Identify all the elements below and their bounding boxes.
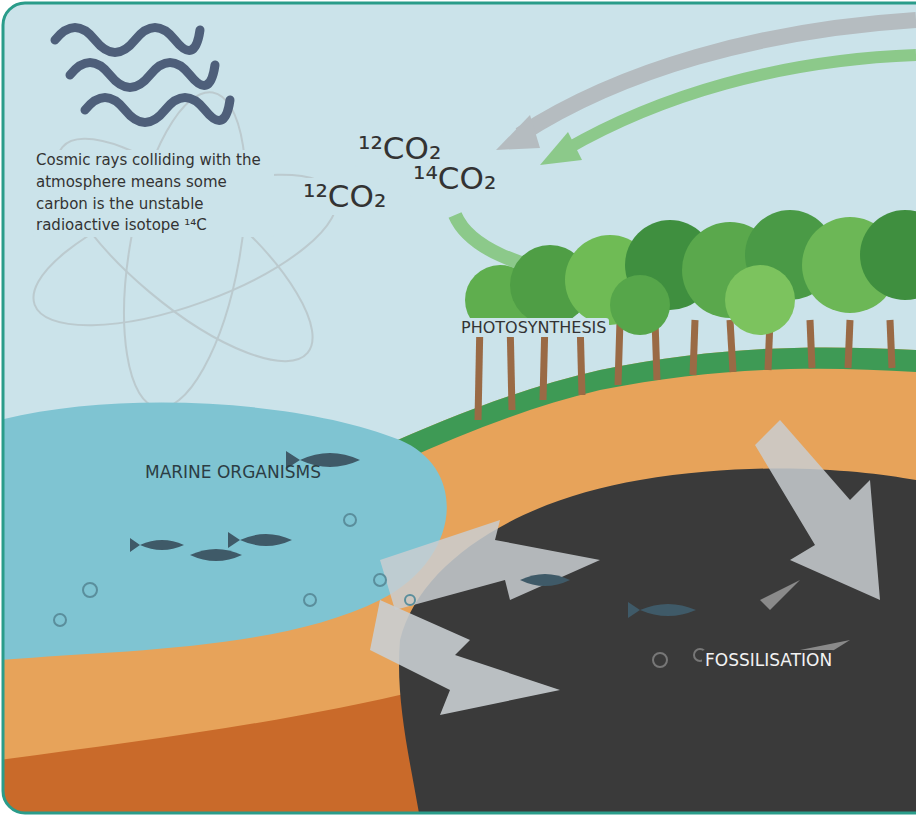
molecule-label: ¹²CO₂ — [300, 178, 389, 215]
process-label: PHOTOSYNTHESIS — [458, 318, 609, 337]
region-label: FOSSILISATION — [702, 650, 835, 670]
molecule-label: ¹⁴CO₂ — [410, 160, 499, 197]
note-text: Cosmic rays colliding with the atmospher… — [33, 150, 274, 237]
region-label: MARINE ORGANISMS — [145, 462, 321, 482]
